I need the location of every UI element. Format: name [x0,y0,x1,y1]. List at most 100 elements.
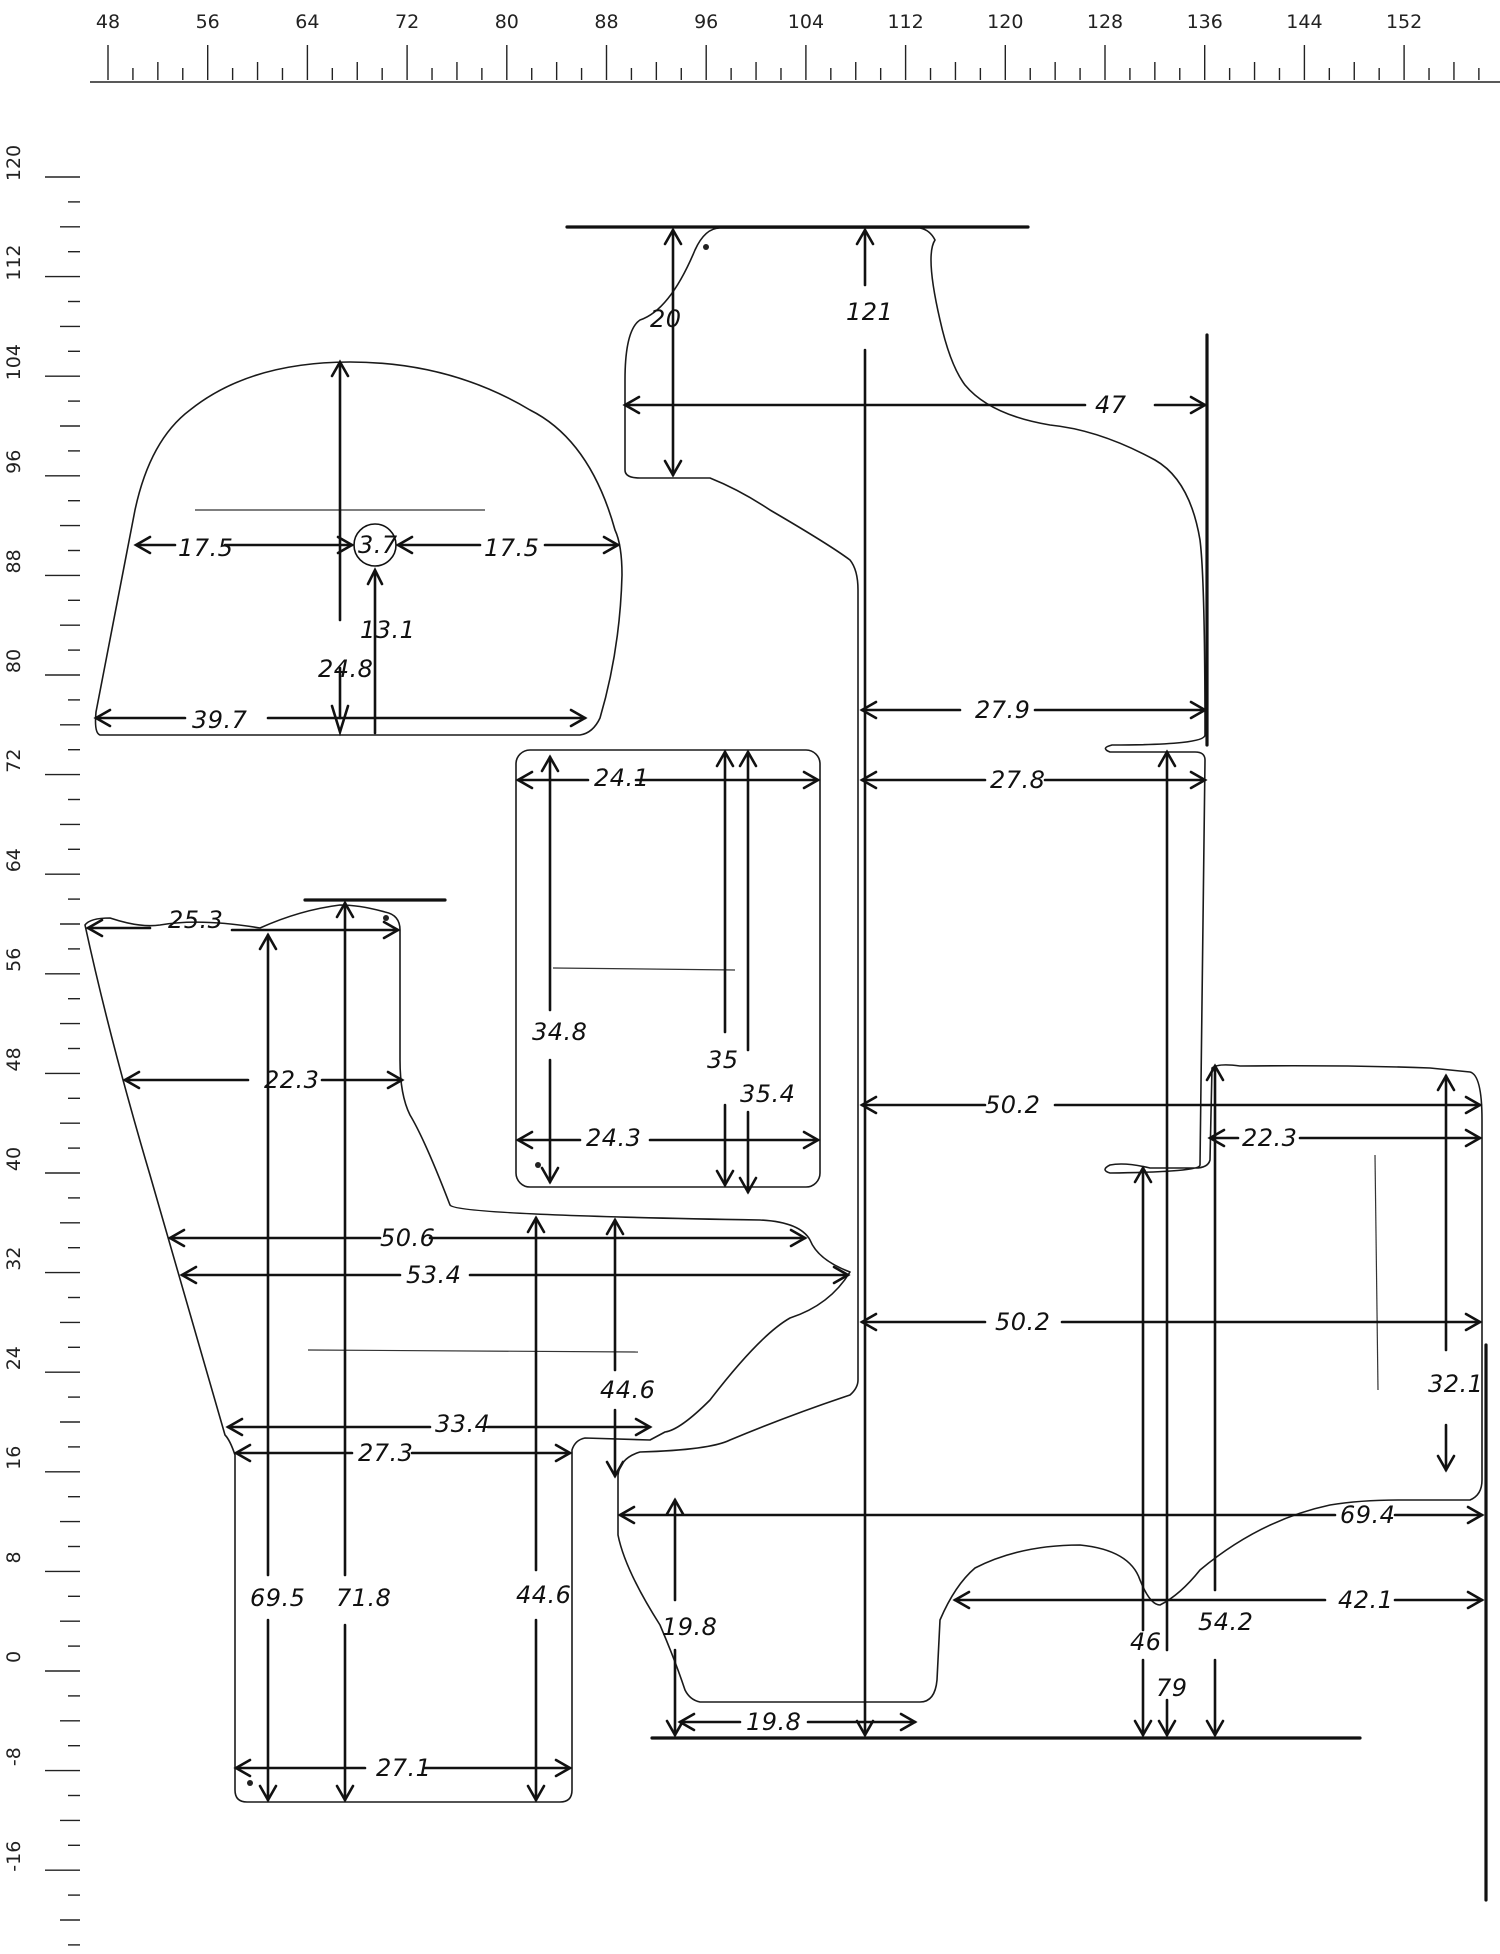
rb-right-height-a-label: 46 [1130,1628,1162,1656]
lb-arrowhead [554,1758,573,1778]
lb-upper-width-label: 22.3 [264,1066,319,1094]
rb-foot-width-label: 42.1 [1338,1586,1393,1614]
lb-lower-a-label: 33.4 [435,1410,490,1438]
rb-arrowhead [622,395,641,415]
right-body-outline [617,227,1483,1703]
lb-height-b-label: 71.8 [336,1584,391,1612]
rect-bottom-width-label: 24.3 [586,1124,641,1152]
dome-right-radius-label: 17.5 [484,534,539,562]
left-ruler-label: 64 [3,848,25,872]
left-ruler-label: 104 [3,344,25,380]
rect-top-width-label: 24.1 [594,764,649,792]
rect-arrowhead [715,749,735,768]
rb-arrowhead [1436,1073,1456,1092]
rb-mid-a-label: 50.2 [985,1091,1040,1119]
lb-arrowhead [605,1217,625,1236]
rb-arrowhead [1189,700,1208,720]
lb-arrowhead [167,1228,186,1248]
right-body-guide-line [1374,1154,1379,1391]
lb-arrowhead [789,1228,808,1248]
rect-arrowhead [540,1166,560,1185]
rb-arrowhead [859,700,878,720]
dome-arrowhead [395,535,414,555]
right-body-piece: 20 121 47 27.9 27.8 50.2 22.3 50 [565,225,1488,1902]
rect-pin-mark [535,1162,541,1168]
top-ruler-label: 128 [1087,11,1123,33]
rectangle-guide-line [552,967,736,971]
top-ruler-label: 56 [196,11,220,33]
top-ruler-label: 80 [495,11,519,33]
rb-arrowhead [1207,1128,1226,1148]
lb-arrowhead [122,1070,141,1090]
rect-arrowhead [802,770,821,790]
rb-arrowhead [899,1712,918,1732]
lb-arrowhead [386,1070,405,1090]
rb-arrowhead [1157,1719,1177,1738]
rb-lower-left-height-label: 19.8 [662,1613,717,1641]
dome-left-radius-label: 17.5 [178,534,233,562]
top-ruler-label: 152 [1386,11,1422,33]
top-ruler-label: 136 [1187,11,1223,33]
left-ruler-label: 24 [3,1346,25,1370]
lb-arrowhead [233,1443,252,1463]
lb-arrowhead [335,900,355,919]
top-ruler-label: 88 [594,11,618,33]
rb-bottom-width-label: 19.8 [746,1708,801,1736]
lb-height-a-label: 69.5 [250,1584,305,1612]
left-ruler-label: 96 [3,450,25,474]
dome-piece: 3.7 17.5 17.5 13.1 24.8 39.7 [93,359,623,737]
lb-height-c-label: 44.6 [516,1581,571,1609]
hole-arrowhead [366,567,384,586]
rb-arrowhead [663,227,683,246]
rb-upper-width-label: 27.9 [975,696,1030,724]
top-ruler-label: 144 [1286,11,1322,33]
top-ruler-label: 72 [395,11,419,33]
rb-arrowhead [1133,1719,1153,1738]
lb-arrowhead [258,932,278,951]
left-ruler-label: 80 [3,649,25,673]
rb-total-height-label: 121 [846,298,893,326]
dome-arrowhead [93,708,112,728]
left-body-piece: 25.3 22.3 50.6 53.4 44.6 33.4 27.3 [84,898,851,1803]
rect-arrowhead [540,754,560,773]
top-ruler-label: 96 [694,11,718,33]
dome-height-label: 24.8 [318,655,373,683]
lb-arrowhead [335,1784,355,1803]
left-ruler-label: 32 [3,1247,25,1271]
left-ruler-label: 0 [3,1651,25,1663]
rb-arrowhead [1436,1454,1456,1473]
dome-arrowhead [330,359,350,378]
left-ruler-label: 72 [3,749,25,773]
rb-lower-width-label: 69.4 [1340,1501,1395,1529]
rect-arrowhead [715,1169,735,1188]
rb-pin-mark [703,244,709,250]
lb-inner-height-label: 44.6 [600,1376,655,1404]
rect-arrowhead [738,1176,758,1195]
left-ruler-label: 16 [3,1446,25,1470]
lb-arrowhead [526,1784,546,1803]
rectangle-piece: 24.1 24.3 34.8 35 35.4 [515,749,821,1195]
rect-right-height-label: 35.4 [740,1080,795,1108]
rb-arrowhead [665,1497,685,1516]
lb-arrowhead [634,1417,653,1437]
left-ruler-label: -8 [3,1747,25,1766]
rb-mid-b-label: 50.2 [995,1308,1050,1336]
rb-top-left-height-label: 20 [650,305,682,333]
rb-arrowhead [859,1312,878,1332]
left-ruler-label: 120 [3,145,25,181]
lb-arrowhead [554,1443,573,1463]
top-ruler-label: 48 [96,11,120,33]
dome-arrowhead [336,535,355,555]
top-ruler-label: 64 [295,11,319,33]
top-ruler-label: 104 [788,11,824,33]
rb-arrowhead [1464,1312,1483,1332]
lb-top-width-label: 25.3 [168,906,223,934]
lb-arrowhead [233,1758,252,1778]
rb-arrowhead [855,227,875,246]
rectangle-outline [515,749,821,1188]
left-ruler-label: 40 [3,1147,25,1171]
rb-arrowhead [617,1505,636,1525]
dome-arrowhead [569,708,588,728]
